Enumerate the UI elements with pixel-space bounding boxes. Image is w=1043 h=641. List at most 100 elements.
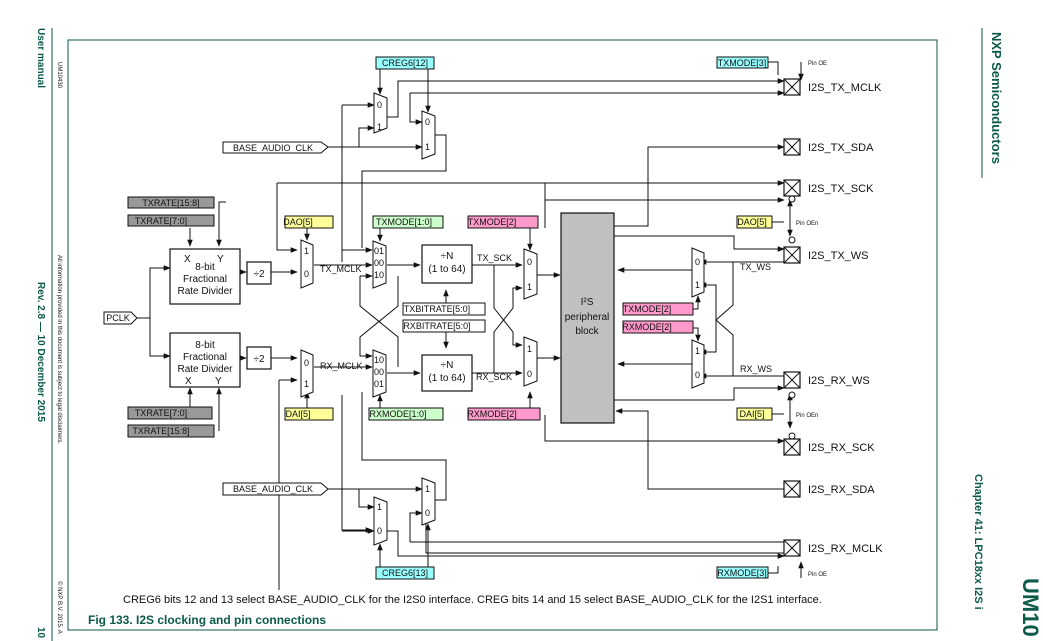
rx-ws-signal-label: RX_WS xyxy=(740,364,772,374)
pin-label: I2S_RX_WS xyxy=(808,375,870,387)
mux-txmode2 xyxy=(523,248,538,300)
mux-input-label: 0 xyxy=(304,358,309,368)
pin-cross-icon xyxy=(783,246,801,264)
pin-i2s-rx-sck: I2S_RX_SCK xyxy=(783,438,875,456)
txmode2-ws-register xyxy=(622,302,694,316)
dai5-right-label: DAI[5] xyxy=(739,409,764,419)
txmode3-label: TXMODE[3] xyxy=(718,58,767,68)
txmode2-label: TXMODE[2] xyxy=(468,217,517,227)
rxmode2-ws-label: RXMODE[2] xyxy=(622,322,672,332)
pin-i2s-rx-mclk: I2S_RX_MCLK xyxy=(783,539,883,557)
mux-tx-ws xyxy=(691,247,705,298)
pin-i2s-rx-sda: I2S_RX_SDA xyxy=(783,480,875,498)
creg6-12-register xyxy=(375,56,435,70)
mux-input-label: 1 xyxy=(304,246,309,256)
txrate-hi-bottom-register xyxy=(127,424,215,438)
mux-input-label: 1 xyxy=(695,280,700,290)
base-audio-clk-top-label: BASE_AUDIO_CLK xyxy=(233,143,313,153)
mux-creg-bottom-1 xyxy=(373,496,388,546)
inverter-bubble-icon xyxy=(788,391,796,399)
pin-i2s-rx-ws: I2S_RX_WS xyxy=(783,371,870,389)
rxmode10-register xyxy=(368,407,444,421)
mux-input-label: 01 xyxy=(374,379,384,389)
mux-creg-bottom-2 xyxy=(421,477,436,526)
mux-rx-ws xyxy=(691,339,705,389)
txmode2-register xyxy=(467,215,539,229)
frd-tx-line1: 8-bit xyxy=(195,262,215,273)
pin-i2s-tx-sck: I2S_TX_SCK xyxy=(783,179,874,197)
divn-rx-line2: (1 to 64) xyxy=(428,373,465,384)
tx-sck-signal-label: TX_SCK xyxy=(477,253,512,263)
peripheral-line1: I²S xyxy=(581,297,594,308)
pin-label: I2S_TX_SCK xyxy=(808,183,874,195)
base-audio-clk-top-input xyxy=(222,141,329,154)
mux-creg-top-1 xyxy=(373,92,388,134)
mux-input-label: 1 xyxy=(527,282,532,292)
figure-frame xyxy=(67,39,938,631)
mux-rxmode2 xyxy=(523,336,538,387)
pin-oen-tx-label: Pin OEn xyxy=(796,221,818,227)
dao5-left-label: DAO[5] xyxy=(283,217,313,227)
txrate-hi-top-label: TXRATE[15:8] xyxy=(142,198,199,208)
txrate-lo-top-label: TXRATE[7:0] xyxy=(135,216,187,226)
pin-cross-icon xyxy=(783,138,801,156)
fractional-rate-divider-tx xyxy=(169,248,241,305)
mux-creg-top-2 xyxy=(421,110,436,160)
frd-rx-line2: Fractional xyxy=(183,352,227,363)
pin-i2s-tx-mclk: I2S_TX_MCLK xyxy=(783,78,882,96)
dai5-right-register xyxy=(736,407,773,421)
figure-caption: CREG6 bits 12 and 13 select BASE_AUDIO_C… xyxy=(123,594,822,606)
creg6-13-register xyxy=(375,566,435,580)
rxmode2-label: RXMODE[2] xyxy=(467,409,517,419)
peripheral-line2: peripheral xyxy=(565,312,609,323)
txrate-lo-top-register xyxy=(127,214,215,227)
pin-label: I2S_RX_SCK xyxy=(808,442,875,454)
rxmode2-register xyxy=(467,407,541,421)
txrate-lo-bottom-label: TXRATE[7:0] xyxy=(135,408,187,418)
rxmode3-register xyxy=(716,566,769,579)
frd-tx-line2: Fractional xyxy=(183,274,227,285)
divn-rx-line1: ÷N xyxy=(441,360,454,371)
mux-input-label: 0 xyxy=(425,117,430,127)
mux-input-label: 0 xyxy=(527,369,532,379)
frd-tx-y-label: Y xyxy=(217,254,224,265)
pin-i2s-tx-sda: I2S_TX_SDA xyxy=(783,138,874,156)
mux-input-label: 1 xyxy=(304,379,309,389)
mux-input-label: 1 xyxy=(527,344,532,354)
mux-input-label: 0 xyxy=(527,257,532,267)
inverter-bubble-icon xyxy=(788,195,796,203)
rx-mclk-signal-label: RX_MCLK xyxy=(320,361,363,371)
mux-input-label: 00 xyxy=(374,258,384,268)
rxbitrate-label: RXBITRATE[5:0] xyxy=(403,321,470,331)
pin-label: I2S_TX_WS xyxy=(808,250,869,262)
dai5-left-register xyxy=(284,407,334,421)
mux-input-label: 1 xyxy=(425,142,430,152)
inverter-bubble-icon xyxy=(788,236,796,244)
rxmode10-label: RXMODE[1:0] xyxy=(369,409,426,419)
divide-by-2-rx xyxy=(246,346,272,370)
pin-oen-rx-label: Pin OEn xyxy=(796,413,818,419)
fractional-rate-divider-rx xyxy=(169,332,241,388)
frd-rx-line3: Rate Divider xyxy=(177,364,233,375)
mux-input-label: 1 xyxy=(377,122,382,132)
pin-oe-rx-label: Pin OE xyxy=(808,572,827,578)
tx-ws-signal-label: TX_WS xyxy=(740,262,771,272)
mux-dao5 xyxy=(300,239,314,289)
mux-input-label: 1 xyxy=(425,484,430,494)
txmode10-label: TXMODE[1:0] xyxy=(376,217,432,227)
rxmode2-ws-register xyxy=(622,320,694,334)
pin-label: I2S_TX_SDA xyxy=(808,142,874,154)
txmode3-register xyxy=(716,56,769,69)
mux-input-label: 0 xyxy=(695,257,700,267)
inverter-bubble-icon xyxy=(788,432,796,440)
figure-title: Fig 133. I2S clocking and pin connection… xyxy=(88,613,327,627)
frd-rx-y-label: Y xyxy=(215,376,222,387)
pin-label: I2S_RX_SDA xyxy=(808,484,875,496)
pin-cross-icon xyxy=(783,371,801,389)
divn-tx-line2: (1 to 64) xyxy=(428,264,465,275)
dao5-right-register xyxy=(736,215,773,229)
mux-input-label: 10 xyxy=(374,355,384,365)
pin-cross-icon xyxy=(783,539,801,557)
pclk-input xyxy=(103,311,138,325)
divide-by-n-rx xyxy=(421,354,473,392)
